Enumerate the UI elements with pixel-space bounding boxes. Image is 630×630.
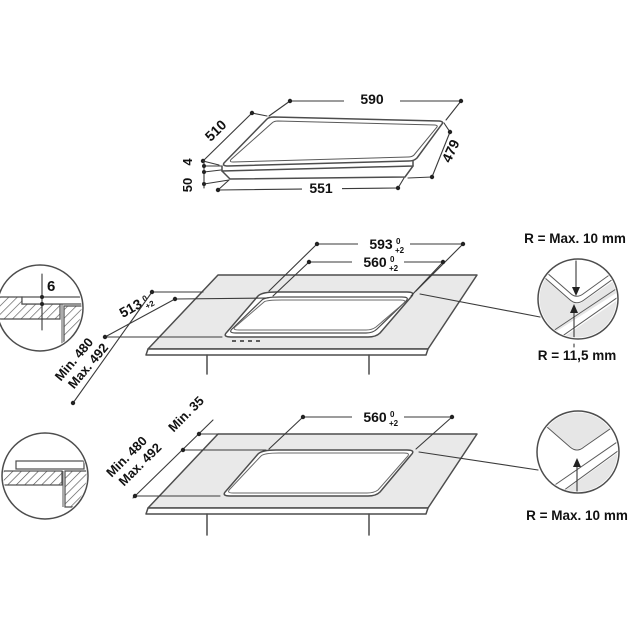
hob-glass-outline	[222, 116, 444, 167]
leader-line	[419, 293, 541, 318]
dim-glass-thickness: 4	[180, 158, 195, 166]
label-radius-11-5: R = 11,5 mm	[538, 348, 616, 363]
dim-overlap-cutout-width-tol-top: 0	[390, 410, 395, 419]
label-radius-max10-flush: R = Max. 10 mm	[524, 231, 626, 246]
cutout-corner-line-1	[543, 286, 617, 338]
rebate-corner-outer-line	[539, 264, 617, 297]
hob-glass-edge	[221, 160, 414, 172]
glass-edge-shading	[552, 297, 617, 338]
glass-edge-shading	[556, 449, 618, 492]
dim-flush-cutout-width-tol-bottom: +2	[389, 264, 399, 273]
arrow-up	[573, 458, 581, 467]
dim-rebate-width-tol-top: 0	[396, 237, 401, 246]
dim-rebate-width-tol-bottom: +2	[395, 246, 405, 255]
hob-body	[221, 165, 414, 180]
glass-corner-line-1	[548, 439, 618, 490]
rebate-corner-inner-line	[539, 270, 617, 304]
dim-depth-right: 479	[438, 137, 462, 165]
glass-corner-line-2	[555, 447, 618, 492]
dim-flush-cutout-width-tol-top: 0	[390, 255, 395, 264]
arrow-up	[570, 304, 578, 313]
dim-bottom-width: 551	[309, 180, 333, 196]
arrow-down	[572, 287, 580, 296]
dim-rebate-width: 593	[369, 236, 393, 252]
dim-flush-cutout-width: 560	[363, 254, 387, 270]
cutout-overlap-outer	[223, 449, 414, 497]
worktop-overlap-front-edge	[145, 507, 429, 515]
cabinet-wall-section-hatched	[64, 470, 87, 508]
rebate-surface-shading	[539, 272, 617, 338]
cutout-overlap-inner	[228, 452, 409, 494]
worktop-section-hatched	[3, 470, 63, 486]
worktop-flush-front-edge	[145, 348, 429, 356]
leader-line	[418, 451, 539, 471]
hob-top-view: 590 510 479 551 4 50	[180, 91, 464, 196]
overlap-installation-view: 560 0 +2 Min. 35 Min. 480 Max. 492	[1, 393, 628, 536]
cutout-corner-line	[538, 419, 618, 451]
label-radius-max10-overlap: R = Max. 10 mm	[526, 508, 628, 523]
hob-glass-section	[21, 296, 82, 305]
dim-overlap-cutout-width: 560	[363, 409, 387, 425]
dim-top-width: 590	[360, 91, 384, 107]
dim-hob-height: 50	[180, 178, 195, 192]
dim-rebate-depth-tol-top: 0	[141, 293, 150, 303]
flush-installation-view: 593 0 +2 560 0 +2 513 0 +2 Min. 480 Max.…	[0, 231, 626, 406]
dim-rear-edge-distance: Min. 35	[165, 393, 207, 435]
cutout-rebate-inner	[233, 299, 406, 331]
hob-glass-inner-line	[229, 120, 438, 163]
dim-depth-left: 510	[202, 116, 230, 144]
cutout-rebate-mid	[230, 296, 408, 334]
flush-radius-detail	[539, 260, 617, 338]
hob-glass-section	[15, 460, 85, 470]
dim-overlap-cutout-width-tol-bottom: +2	[389, 419, 399, 428]
dim-rebate-step: 6	[47, 278, 55, 295]
